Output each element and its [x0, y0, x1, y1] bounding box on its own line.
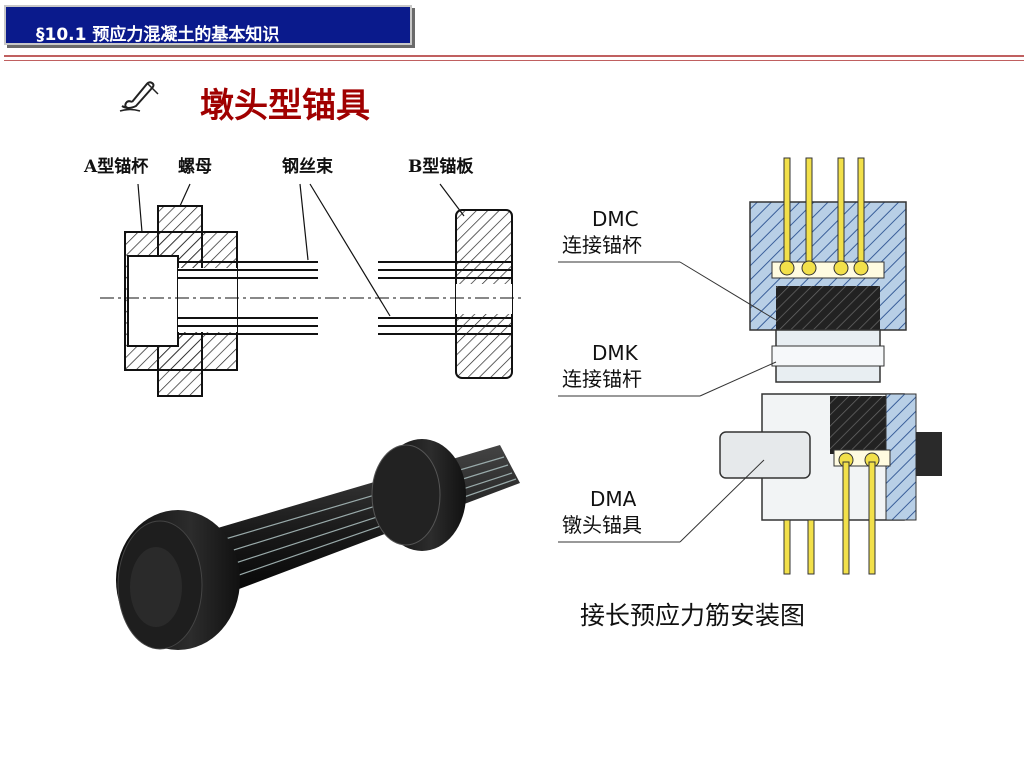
figure-caption: 接长预应力筋安装图 [580, 601, 806, 630]
divider-line [4, 55, 1024, 57]
label-dmc-code: DMC [592, 207, 639, 231]
label-cup: A型锚杯 [84, 157, 149, 177]
anchorage-photo [116, 439, 520, 650]
label-plate: B型锚板 [408, 157, 474, 177]
label-wires: 钢丝束 [282, 157, 333, 177]
label-nut: 螺母 [178, 157, 212, 177]
section-title: §10.1 预应力混凝土的基本知识 [36, 25, 280, 45]
anchorage-cross-section-diagram [100, 183, 522, 397]
label-dmc-name: 连接锚杯 [562, 233, 642, 257]
section-header: §10.1 预应力混凝土的基本知识 [4, 5, 412, 45]
label-dma-code: DMA [590, 487, 637, 511]
label-dmk-name: 连接锚杆 [562, 367, 642, 391]
page-title: 墩头型锚具 [200, 86, 370, 126]
label-dma-name: 镦头锚具 [562, 513, 642, 537]
divider-line-thin [4, 60, 1024, 61]
writing-hand-icon [119, 81, 159, 112]
label-dmk-code: DMK [592, 341, 638, 365]
extension-installation-diagram [558, 157, 942, 575]
